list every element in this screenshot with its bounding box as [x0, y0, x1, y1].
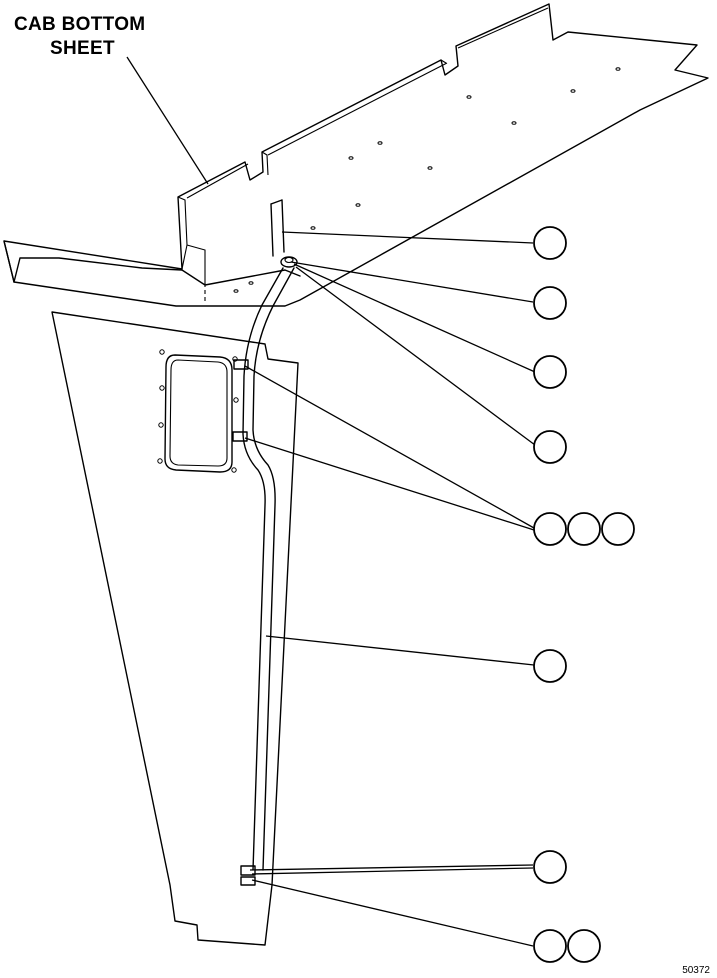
cab-bottom-sheet — [3, 3, 709, 307]
leader-lines — [244, 231, 536, 947]
cab-bottom-label-line1: CAB BOTTOM — [14, 14, 145, 35]
callout-bubbles — [533, 226, 635, 963]
callout-bubble — [533, 850, 567, 884]
callout-bubble — [601, 512, 635, 546]
cab-bottom-leader — [126, 56, 209, 185]
tube-assembly — [232, 256, 298, 886]
callout-bubble — [533, 430, 567, 464]
callout-bubble — [533, 512, 567, 546]
figure-number: 50372 — [682, 965, 710, 976]
callout-bubble — [567, 929, 601, 963]
callout-bubble — [533, 286, 567, 320]
callout-bubble — [533, 355, 567, 389]
side-panel — [51, 311, 299, 946]
callout-bubble — [533, 226, 567, 260]
callout-bubble — [533, 649, 567, 683]
callout-bubble — [533, 929, 567, 963]
cab-bottom-label-line2: SHEET — [50, 38, 115, 59]
callout-bubble — [567, 512, 601, 546]
